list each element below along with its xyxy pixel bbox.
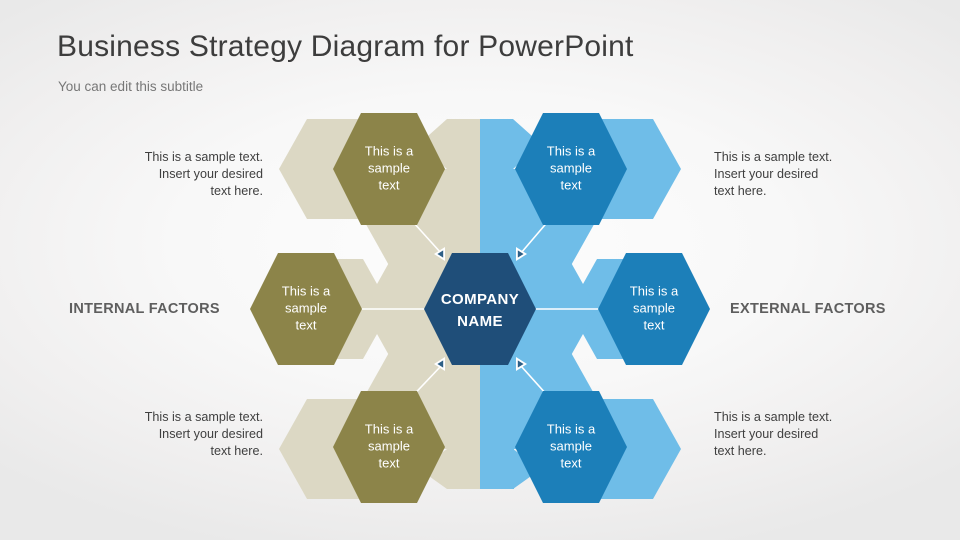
hex-label: sample bbox=[550, 438, 592, 453]
page-title: Business Strategy Diagram for PowerPoint bbox=[57, 30, 634, 63]
note-line: Insert your desired bbox=[714, 427, 819, 441]
note-line: Insert your desired bbox=[158, 427, 263, 441]
note-top-right: This is a sample text. Insert your desir… bbox=[714, 149, 884, 200]
hex-node-external-middle[interactable]: This is a sample text bbox=[598, 253, 710, 365]
note-line: Insert your desired bbox=[158, 167, 263, 181]
hex-label: sample bbox=[368, 438, 410, 453]
hex-label: text bbox=[379, 455, 400, 470]
hex-node-external-bottom[interactable]: This is a sample text bbox=[515, 391, 627, 503]
company-name-line2: NAME bbox=[457, 313, 503, 330]
note-line: text here. bbox=[210, 444, 263, 458]
hex-label: sample bbox=[285, 300, 327, 315]
hex-label: This is a bbox=[365, 143, 414, 158]
note-bottom-left: This is a sample text. Insert your desir… bbox=[93, 409, 263, 460]
label-external-factors: EXTERNAL FACTORS bbox=[730, 301, 886, 317]
hex-label: sample bbox=[633, 300, 675, 315]
note-top-left: This is a sample text. Insert your desir… bbox=[93, 149, 263, 200]
hex-label: This is a bbox=[282, 283, 331, 298]
hex-label: This is a bbox=[547, 143, 596, 158]
note-line: This is a sample text. bbox=[714, 150, 833, 164]
hex-label: text bbox=[561, 177, 582, 192]
hex-node-internal-top[interactable]: This is a sample text bbox=[333, 113, 445, 225]
note-line: This is a sample text. bbox=[144, 410, 263, 424]
hex-label: sample bbox=[550, 160, 592, 175]
hex-label: This is a bbox=[547, 421, 596, 436]
hex-node-external-top[interactable]: This is a sample text bbox=[515, 113, 627, 225]
note-line: This is a sample text. bbox=[714, 410, 833, 424]
company-name-line1: COMPANY bbox=[441, 291, 519, 308]
hex-label: text bbox=[379, 177, 400, 192]
note-line: Insert your desired bbox=[714, 167, 819, 181]
label-internal-factors: INTERNAL FACTORS bbox=[69, 301, 220, 317]
page-subtitle: You can edit this subtitle bbox=[58, 79, 204, 94]
hex-node-internal-middle[interactable]: This is a sample text bbox=[250, 253, 362, 365]
hex-label: sample bbox=[368, 160, 410, 175]
note-line: text here. bbox=[210, 184, 263, 198]
hex-node-internal-bottom[interactable]: This is a sample text bbox=[333, 391, 445, 503]
hex-label: text bbox=[561, 455, 582, 470]
note-line: This is a sample text. bbox=[144, 150, 263, 164]
hex-label: This is a bbox=[365, 421, 414, 436]
note-line: text here. bbox=[714, 444, 767, 458]
hex-label: This is a bbox=[630, 283, 679, 298]
hex-node-company-center[interactable]: COMPANY NAME bbox=[424, 253, 536, 365]
hex-label: text bbox=[644, 317, 665, 332]
hex-label: text bbox=[296, 317, 317, 332]
note-line: text here. bbox=[714, 184, 767, 198]
note-bottom-right: This is a sample text. Insert your desir… bbox=[714, 409, 884, 460]
